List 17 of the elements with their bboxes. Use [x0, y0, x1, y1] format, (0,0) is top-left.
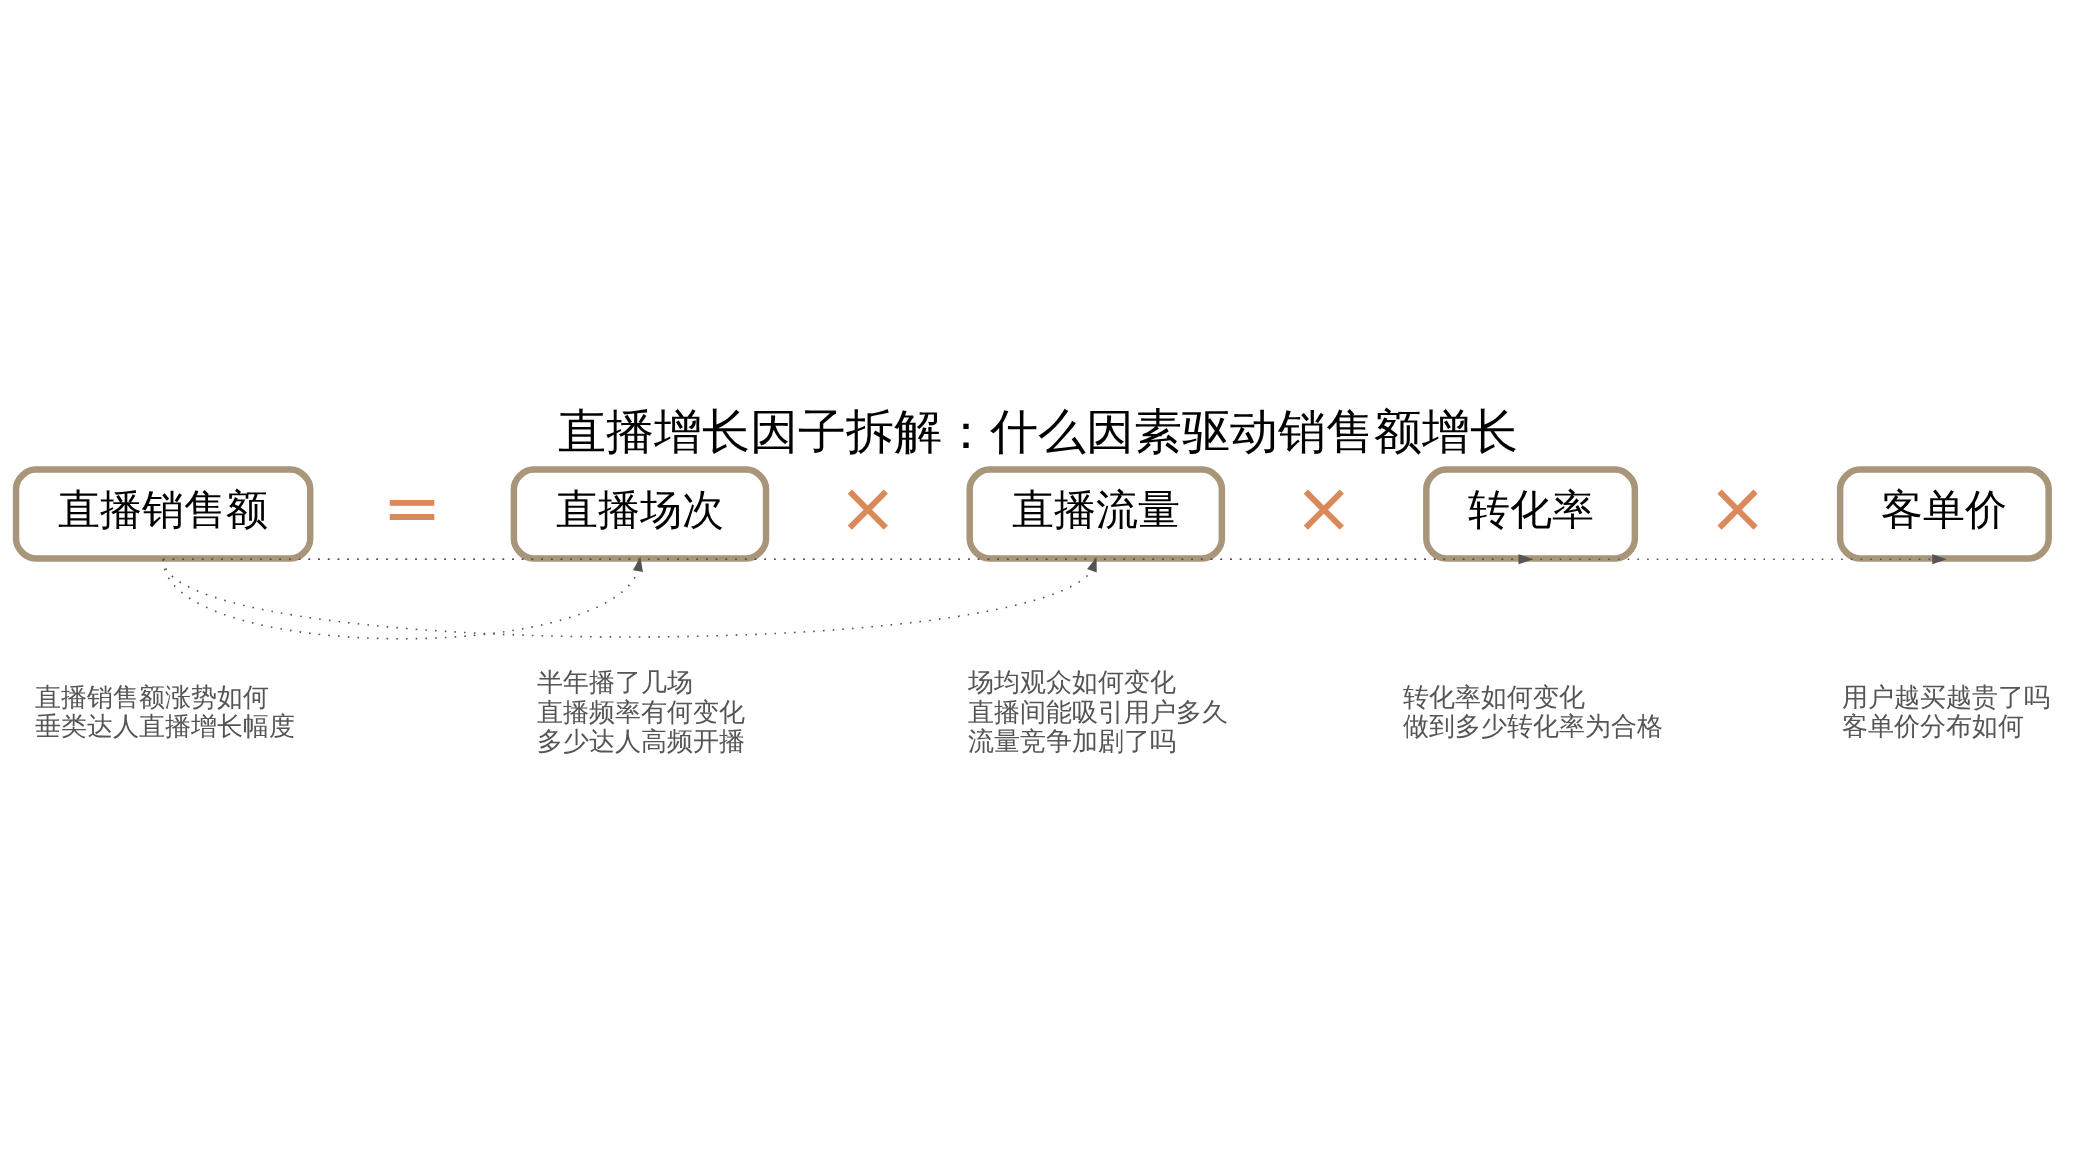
node-label: 垂类达人直播增长幅度	[35, 710, 296, 741]
node-label: 客单价分布如何	[1841, 710, 2024, 741]
node-label: 直播销售额涨势如何	[35, 681, 270, 712]
node-label: 直播频率有何变化	[537, 696, 746, 727]
label: ×	[1707, 465, 1768, 549]
node-label: 用户越买越贵了吗	[1841, 681, 2050, 712]
label: =	[382, 465, 442, 549]
diagram-title: 直播增长因子拆解：什么因素驱动销售额增长	[558, 402, 1518, 459]
node-label: 半年播了几场	[537, 666, 694, 697]
node-label: 转化率如何变化	[1402, 681, 1585, 712]
label: ×	[1293, 465, 1354, 549]
node-label: 多少达人高频开播	[537, 725, 746, 756]
node-label: 场均观众如何变化	[968, 666, 1177, 697]
node-label: 直播间能吸引用户多久	[968, 696, 1229, 727]
node-label: 做到多少转化率为合格	[1402, 710, 1663, 741]
label: ×	[838, 465, 898, 549]
node-label: 流量竞争加剧了吗	[968, 725, 1177, 756]
